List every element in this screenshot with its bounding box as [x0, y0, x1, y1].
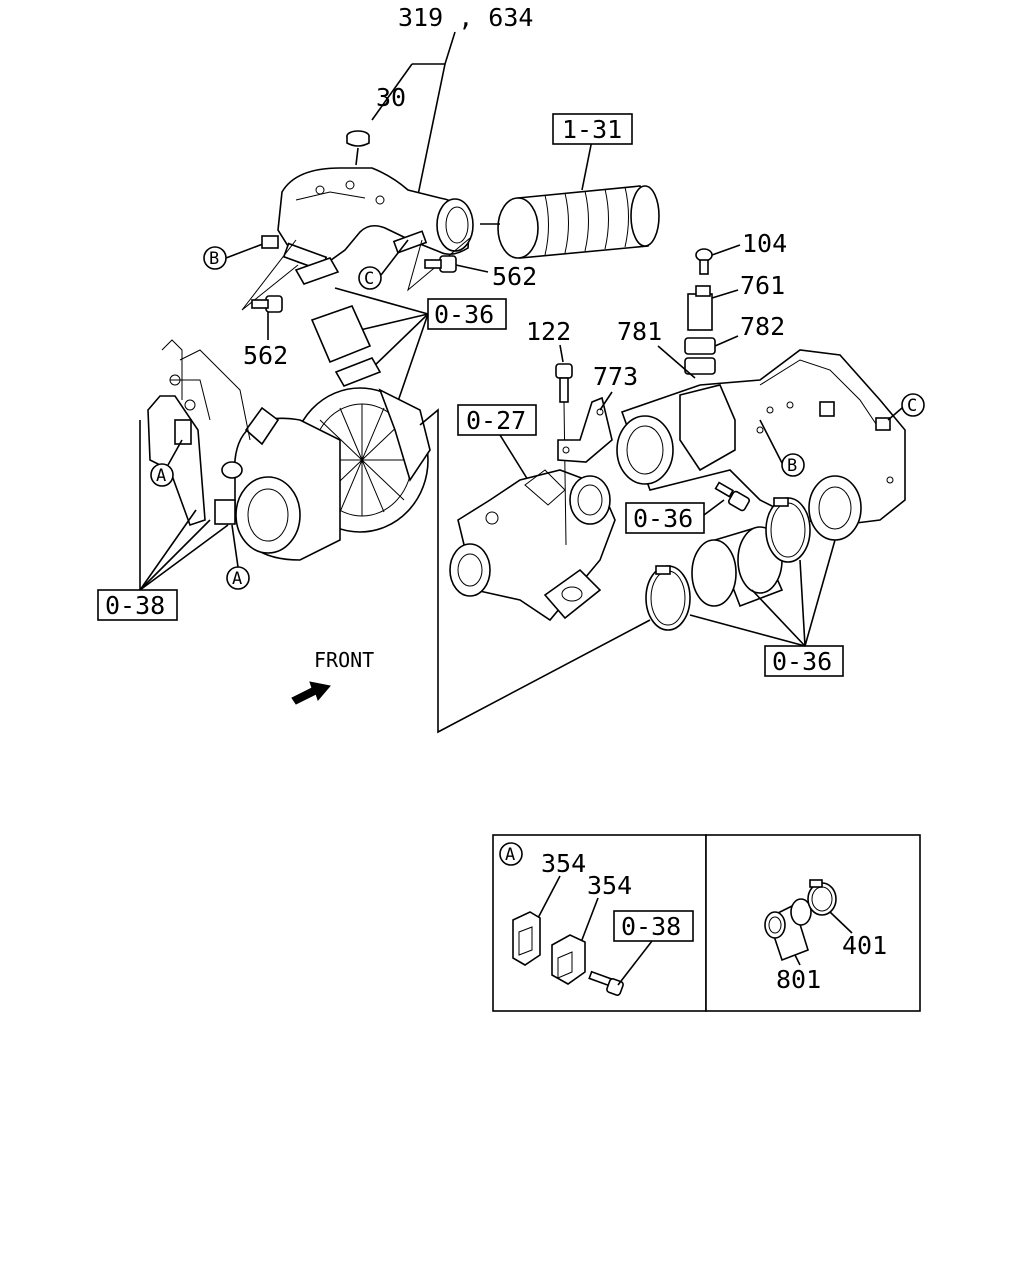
refbox-0-27	[457, 404, 537, 436]
callout-354-a: 354	[541, 849, 586, 878]
clamp-401	[807, 879, 837, 916]
leader-frame	[419, 408, 651, 734]
marker-a-inset-letter: A	[505, 845, 515, 865]
front-arrow-icon	[291, 681, 331, 705]
leader-319-pipe	[417, 63, 446, 196]
inset-right	[705, 834, 921, 1012]
bracket-773	[557, 396, 613, 463]
clamp-lower-2	[765, 497, 811, 563]
ref-0-27: 0-27	[466, 406, 526, 435]
marker-b-left-letter: B	[209, 249, 219, 269]
callout-761: 761	[740, 271, 785, 300]
wastegate-bracket	[147, 339, 251, 527]
marker-b-right	[781, 453, 805, 477]
bolt-122	[555, 363, 573, 403]
callout-401: 401	[842, 931, 887, 960]
intake-throttle-body	[449, 469, 616, 622]
callout-122: 122	[526, 317, 571, 346]
marker-a-inset	[499, 842, 523, 866]
ref-0-36-middle: 0-36	[633, 504, 693, 533]
refbox-0-36-middle	[625, 502, 705, 534]
callout-773: 773	[593, 362, 638, 391]
refbox-0-38-left	[97, 589, 178, 621]
callout-801: 801	[776, 965, 821, 994]
ref-0-36-lower: 0-36	[772, 647, 832, 676]
front-label: FRONT	[314, 648, 374, 672]
callout-30: 30	[376, 83, 406, 112]
ref-0-38-inset: 0-38	[621, 912, 681, 941]
marker-c-right-letter: C	[907, 396, 917, 416]
callout-562-right: 562	[492, 262, 537, 291]
block-354-a	[512, 911, 541, 966]
marker-c-right	[901, 393, 925, 417]
hose-1-31	[497, 185, 660, 259]
callout-782: 782	[740, 312, 785, 341]
ref-0-38-left: 0-38	[105, 591, 165, 620]
bolt-562-left	[251, 295, 283, 313]
callout-319-634: 319 , 634	[398, 3, 533, 32]
marker-a-bottom-letter: A	[232, 569, 242, 589]
refbox-0-38-inset	[613, 910, 694, 942]
sensor-761	[687, 285, 713, 331]
marker-a-left	[150, 463, 174, 487]
callout-781: 781	[617, 317, 662, 346]
leader-319	[412, 31, 456, 65]
callout-104: 104	[742, 229, 787, 258]
intake-manifold	[616, 349, 906, 541]
bolt-104	[695, 248, 713, 275]
refbox-0-36-upper	[427, 298, 507, 330]
turbocharger	[234, 387, 431, 561]
gasket-782	[684, 337, 716, 375]
nut-30	[346, 130, 370, 147]
intake-elbow-pipe	[277, 167, 474, 272]
bolt-b	[261, 235, 279, 249]
hose-801	[764, 898, 812, 962]
bolt-manifold	[714, 481, 750, 512]
refbox-1-31	[552, 113, 633, 145]
marker-c-upper-letter: C	[364, 269, 374, 289]
leader-30	[371, 63, 413, 121]
marker-a-left-letter: A	[156, 466, 166, 486]
ref-1-31: 1-31	[562, 115, 622, 144]
ref-0-36-upper: 0-36	[434, 300, 494, 329]
marker-b-right-letter: B	[787, 456, 797, 476]
marker-c-upper	[358, 266, 382, 290]
bolt-562-right	[424, 255, 457, 273]
block-354-b	[551, 934, 586, 985]
clamp-lower-1	[645, 565, 691, 631]
callout-562-left: 562	[243, 341, 288, 370]
callout-354-b: 354	[587, 871, 632, 900]
coupler-hose-upper	[294, 257, 382, 387]
